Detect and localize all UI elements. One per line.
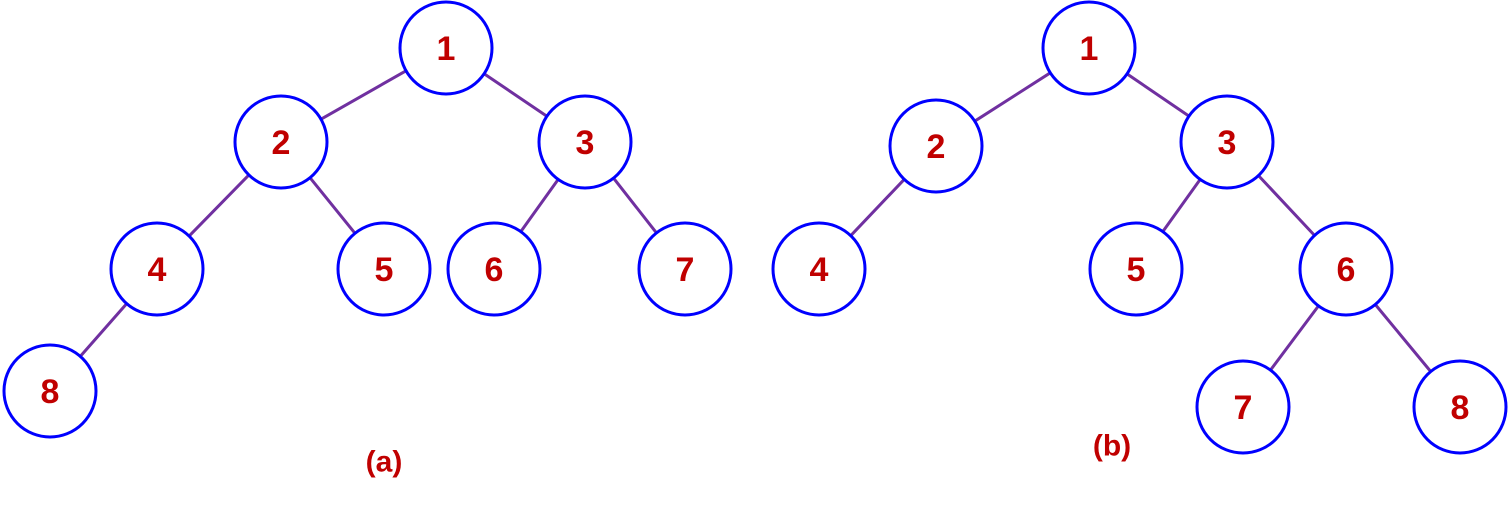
- node-label: 7: [676, 251, 695, 289]
- node-circle: [1298, 221, 1394, 317]
- node-label: 3: [576, 124, 595, 162]
- node-label: 8: [41, 373, 60, 411]
- node-circle: [888, 98, 984, 194]
- edge-b6-b7: [1269, 304, 1320, 372]
- edge-b3-b6: [1257, 174, 1316, 237]
- node-label: 1: [1080, 30, 1099, 68]
- node-label: 2: [927, 128, 946, 166]
- edge-b3-b5: [1161, 177, 1202, 234]
- node-circle: [1195, 359, 1291, 455]
- node-label: 7: [1234, 389, 1253, 427]
- node-label: 3: [1218, 124, 1237, 162]
- node-label: 6: [1337, 251, 1356, 289]
- node-label: 2: [272, 124, 291, 162]
- node-label: 4: [148, 251, 167, 289]
- edge-a1-a2: [319, 69, 408, 121]
- tree-node-b2: 2: [888, 98, 984, 194]
- node-circle: [537, 94, 633, 190]
- caption-tree-a: (a): [366, 446, 403, 479]
- node-label: 6: [485, 251, 504, 289]
- node-circle: [109, 221, 205, 317]
- tree-node-a2: 2: [233, 94, 329, 190]
- node-circle: [336, 221, 432, 317]
- node-label: 1: [437, 30, 456, 68]
- edges-layer: [78, 69, 1433, 373]
- tree-node-a5: 5: [336, 221, 432, 317]
- tree-node-a3: 3: [537, 94, 633, 190]
- tree-node-b4: 4: [771, 221, 867, 317]
- node-circle: [446, 221, 542, 317]
- tree-node-a4: 4: [109, 221, 205, 317]
- node-circle: [398, 0, 494, 96]
- node-circle: [1179, 94, 1275, 190]
- edge-a2-a4: [187, 173, 251, 238]
- node-label: 4: [810, 251, 829, 289]
- node-label: 5: [375, 251, 394, 289]
- tree-node-a6: 6: [446, 221, 542, 317]
- edge-a1-a3: [482, 72, 549, 118]
- edge-a4-a8: [78, 302, 129, 358]
- edge-b1-b3: [1125, 72, 1191, 118]
- nodes-layer: 1 2 3 4 5 6 7 8 1 2 3 4 5 6 7 8: [2, 0, 1508, 455]
- node-circle: [637, 221, 733, 317]
- tree-node-a7: 7: [637, 221, 733, 317]
- edge-b6-b8: [1373, 303, 1433, 373]
- tree-node-a1: 1: [398, 0, 494, 96]
- tree-node-a8: 8: [2, 343, 98, 439]
- node-label: 8: [1451, 389, 1470, 427]
- tree-node-b3: 3: [1179, 94, 1275, 190]
- node-circle: [2, 343, 98, 439]
- tree-node-b7: 7: [1195, 359, 1291, 455]
- node-circle: [1412, 359, 1508, 455]
- edge-b1-b2: [973, 71, 1052, 123]
- tree-node-b8: 8: [1412, 359, 1508, 455]
- node-circle: [1041, 0, 1137, 96]
- tree-node-b5: 5: [1088, 221, 1184, 317]
- edge-a2-a5: [308, 176, 357, 235]
- caption-tree-b: (b): [1093, 430, 1131, 463]
- node-circle: [233, 94, 329, 190]
- edge-b2-b4: [849, 177, 906, 238]
- edge-a3-a6: [519, 177, 560, 234]
- node-circle: [771, 221, 867, 317]
- node-circle: [1088, 221, 1184, 317]
- tree-node-b1: 1: [1041, 0, 1137, 96]
- edge-a3-a7: [612, 176, 658, 235]
- node-label: 5: [1127, 251, 1146, 289]
- tree-node-b6: 6: [1298, 221, 1394, 317]
